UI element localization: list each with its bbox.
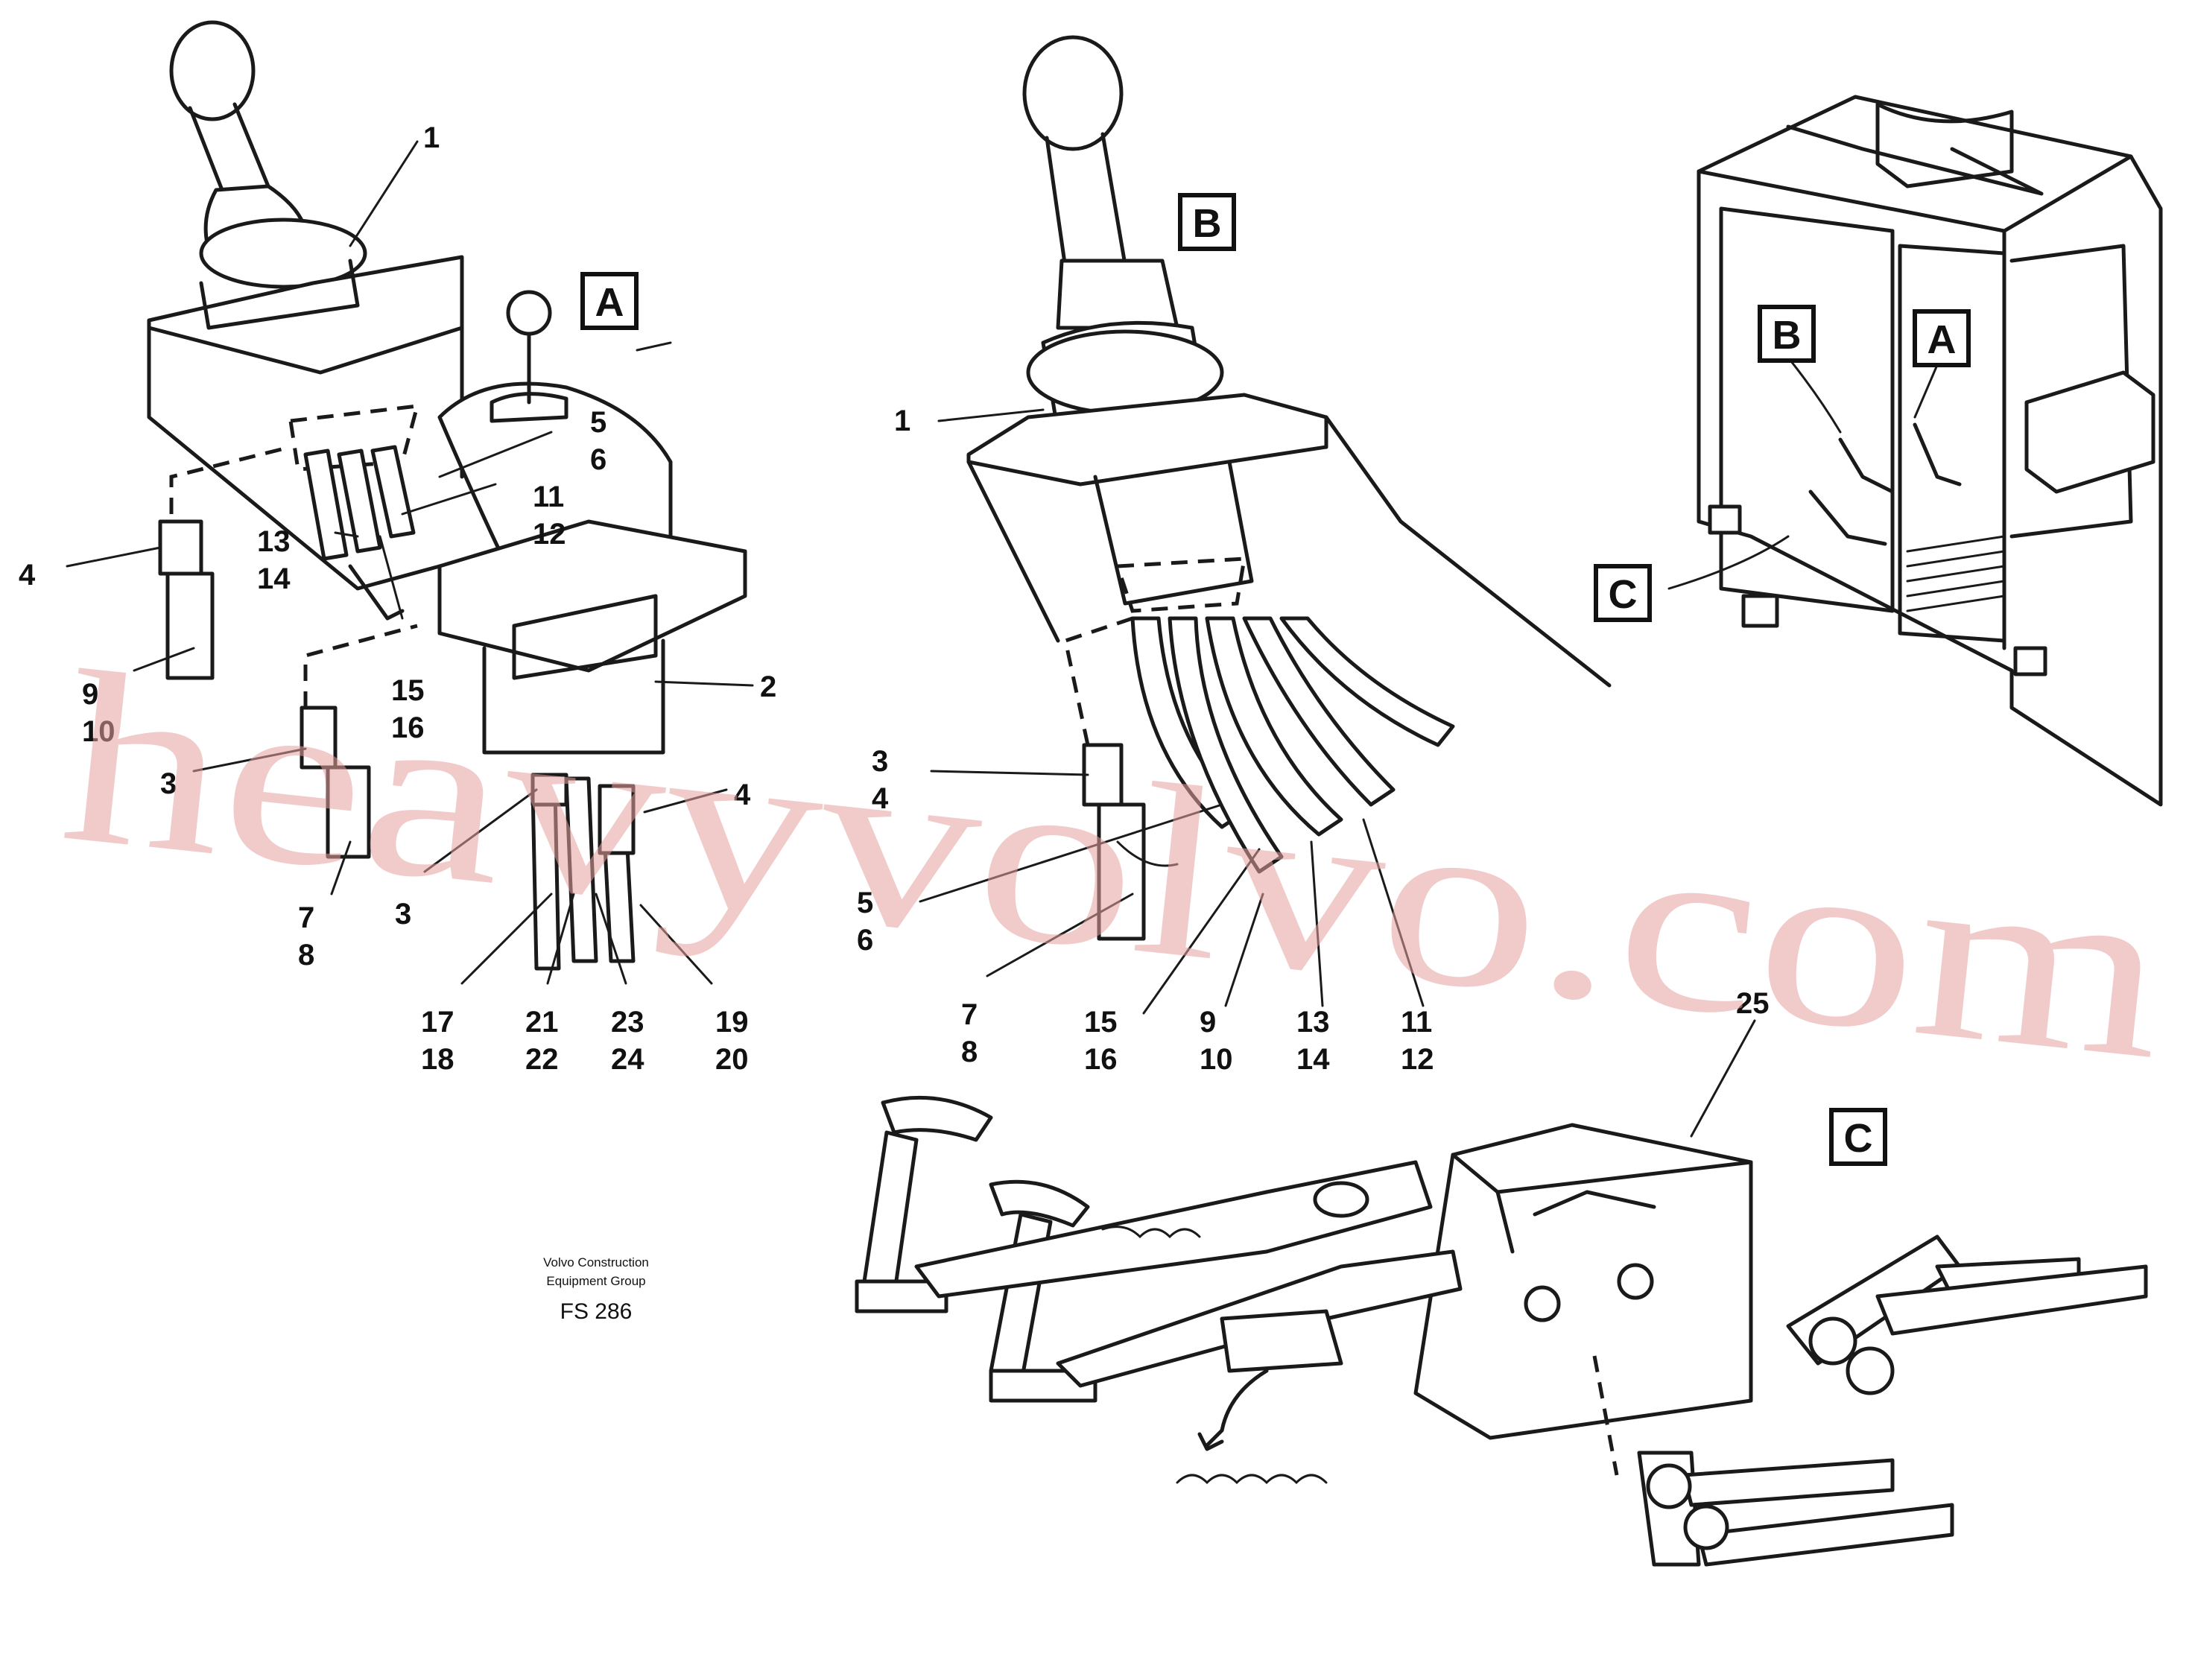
- callout-left-15: 15: [391, 674, 425, 707]
- box-b-text: B: [1193, 201, 1222, 246]
- callout-left-6: 6: [590, 443, 606, 476]
- callout-left-13: 13: [257, 525, 291, 558]
- callout-mid-9: 9: [1200, 1006, 1216, 1039]
- callout-left-16: 16: [391, 711, 425, 744]
- callout-mid-15: 15: [1084, 1006, 1118, 1039]
- callout-left-10: 10: [82, 715, 115, 748]
- cab-leader-lines: [1667, 356, 1939, 590]
- callout-left-3a: 3: [160, 767, 177, 800]
- callout-left-18: 18: [421, 1043, 454, 1076]
- footer-line-1: Volvo Construction: [543, 1255, 649, 1269]
- box-c-pedal-text: C: [1844, 1116, 1873, 1161]
- callout-left-22: 22: [525, 1043, 559, 1076]
- box-label-c-cab: C: [1594, 564, 1652, 622]
- middle-joystick-assembly: [966, 35, 1612, 941]
- callout-mid-12: 12: [1401, 1043, 1434, 1076]
- callout-mid-1: 1: [894, 405, 910, 437]
- callout-left-4b: 4: [734, 779, 751, 811]
- callout-mid-13: 13: [1296, 1006, 1330, 1039]
- callout-left-17: 17: [421, 1006, 454, 1039]
- cab-overview: [1697, 95, 2163, 807]
- callout-left-4a: 4: [19, 559, 36, 592]
- figure-code: FS 286: [560, 1299, 633, 1324]
- middle-leader-lines: [919, 408, 1756, 1138]
- box-a-text: A: [595, 280, 624, 325]
- callout-left-20: 20: [715, 1043, 749, 1076]
- box-label-b-cab: B: [1758, 305, 1816, 363]
- box-label-b-mid: B: [1178, 193, 1236, 251]
- callout-left-3b: 3: [395, 898, 411, 931]
- callout-left-12: 12: [533, 518, 566, 551]
- callout-left-9: 9: [82, 678, 98, 711]
- callout-left-21: 21: [525, 1006, 559, 1039]
- pedal-assembly: [855, 1095, 2148, 1567]
- box-label-a-left: A: [580, 272, 639, 330]
- callout-mid-11: 11: [1401, 1006, 1432, 1039]
- callout-mid-7: 7: [961, 998, 978, 1031]
- callout-left-24: 24: [611, 1043, 644, 1076]
- callout-left-5: 5: [590, 406, 606, 439]
- box-a-cab-text: A: [1927, 317, 1957, 362]
- callout-mid-6: 6: [857, 924, 873, 957]
- left-callout-labels: 1 5 6 11 12 13 14 4 9 10 15 16 2 3 4 7 8…: [19, 121, 776, 1076]
- callout-left-11: 11: [533, 481, 564, 513]
- box-label-c-pedal: C: [1829, 1108, 1887, 1166]
- footer-block: Volvo Construction Equipment Group FS 28…: [543, 1255, 649, 1324]
- callout-mid-14: 14: [1296, 1043, 1330, 1076]
- callout-mid-5: 5: [857, 887, 873, 919]
- footer-line-2: Equipment Group: [546, 1274, 645, 1288]
- box-c-cab-text: C: [1609, 572, 1638, 617]
- callout-left-8: 8: [298, 939, 314, 971]
- callout-mid-4: 4: [872, 782, 889, 815]
- box-b-cab-text: B: [1773, 313, 1802, 358]
- callout-left-2: 2: [760, 671, 776, 703]
- left-joystick-assembly: [147, 20, 747, 971]
- callout-mid-8: 8: [961, 1036, 978, 1068]
- left-leader-lines: [66, 140, 754, 985]
- callout-mid-3: 3: [872, 745, 888, 778]
- middle-callout-labels: 1 3 4 5 6 7 8 15 16 9 10 13 14 11 12 25: [857, 405, 1770, 1076]
- callout-mid-16: 16: [1084, 1043, 1118, 1076]
- callout-mid-10: 10: [1200, 1043, 1233, 1076]
- callout-left-19: 19: [715, 1006, 749, 1039]
- box-label-a-cab: A: [1913, 309, 1971, 367]
- callout-left-23: 23: [611, 1006, 644, 1039]
- callout-mid-25: 25: [1736, 987, 1770, 1020]
- callout-left-1: 1: [423, 121, 440, 154]
- callout-left-7: 7: [298, 901, 314, 934]
- callout-left-14: 14: [257, 562, 291, 595]
